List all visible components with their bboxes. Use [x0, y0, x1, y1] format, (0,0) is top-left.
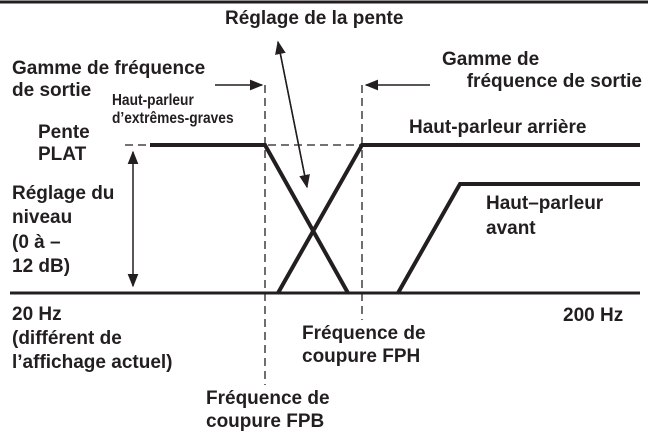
subwoofer-curve [150, 143, 350, 294]
lpf-cutoff-label: Fréquence de coupure FPB [206, 388, 330, 432]
front-speaker-label: Haut–parleur avant [486, 193, 604, 239]
subwoofer-label: Haut-parleur d’extrêmes-graves [112, 92, 234, 128]
slope-adjust-label: Réglage de la pente [225, 8, 404, 29]
hpf-cutoff-label: Fréquence de coupure FPH [302, 323, 426, 367]
output-range-left-label: Gamme de fréquence de sortie [12, 58, 206, 101]
front-speaker-curve [396, 182, 640, 294]
slope-flat-label: Pente PLAT [38, 122, 90, 165]
slope-arrow-up [275, 40, 308, 188]
level-adjust-label: Réglage du niveau (0 à – 12 dB) [12, 183, 115, 277]
freq-max-label: 200 Hz [563, 305, 624, 326]
freq-min-label: 20 Hz (différent de l’affichage actuel) [12, 304, 173, 374]
output-range-right-label: Gamme de fréquence de sortie [442, 49, 642, 92]
rear-speaker-curve [276, 143, 640, 294]
rear-speaker-label: Haut-parleur arrière [409, 117, 587, 138]
